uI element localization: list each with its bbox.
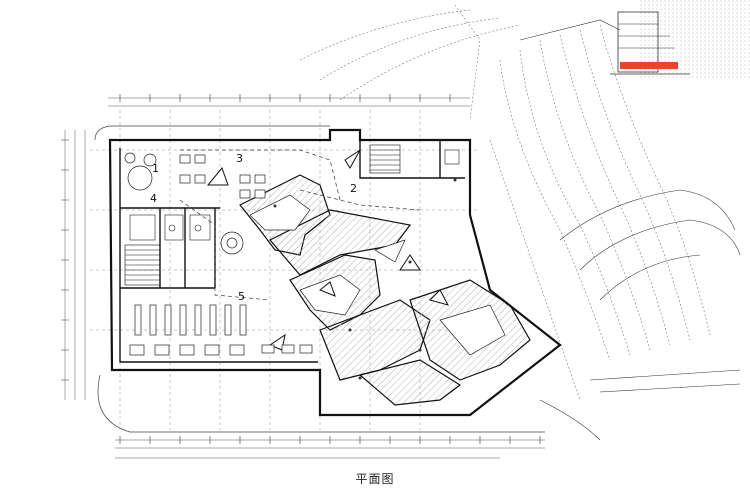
dimension-lines	[64, 97, 581, 459]
ramp-markers	[206, 149, 449, 351]
drawing-caption: 平面图	[355, 472, 395, 486]
key-plan-highlight	[620, 62, 678, 69]
level-markers	[273, 178, 457, 380]
room-label-5: 5	[238, 290, 245, 303]
room-label-4: 4	[150, 192, 157, 205]
building-outline	[108, 128, 562, 417]
reading-desks	[129, 304, 313, 356]
terrain-lines	[519, 19, 741, 441]
stair-top	[124, 144, 401, 286]
interior-hatch-shapes	[249, 194, 506, 356]
room-label-1: 1	[152, 162, 159, 175]
key-plan-section	[610, 11, 690, 75]
room-labels: 1 2 3 4 5	[150, 152, 357, 303]
room-label-2: 2	[350, 182, 357, 195]
site-boundary	[94, 125, 545, 433]
dimension-ticks	[61, 94, 541, 444]
room-label-3: 3	[236, 152, 243, 165]
cafe-tables	[124, 152, 266, 255]
restrooms	[129, 149, 460, 241]
site-contours	[299, 4, 711, 361]
circulation-path	[179, 149, 421, 301]
